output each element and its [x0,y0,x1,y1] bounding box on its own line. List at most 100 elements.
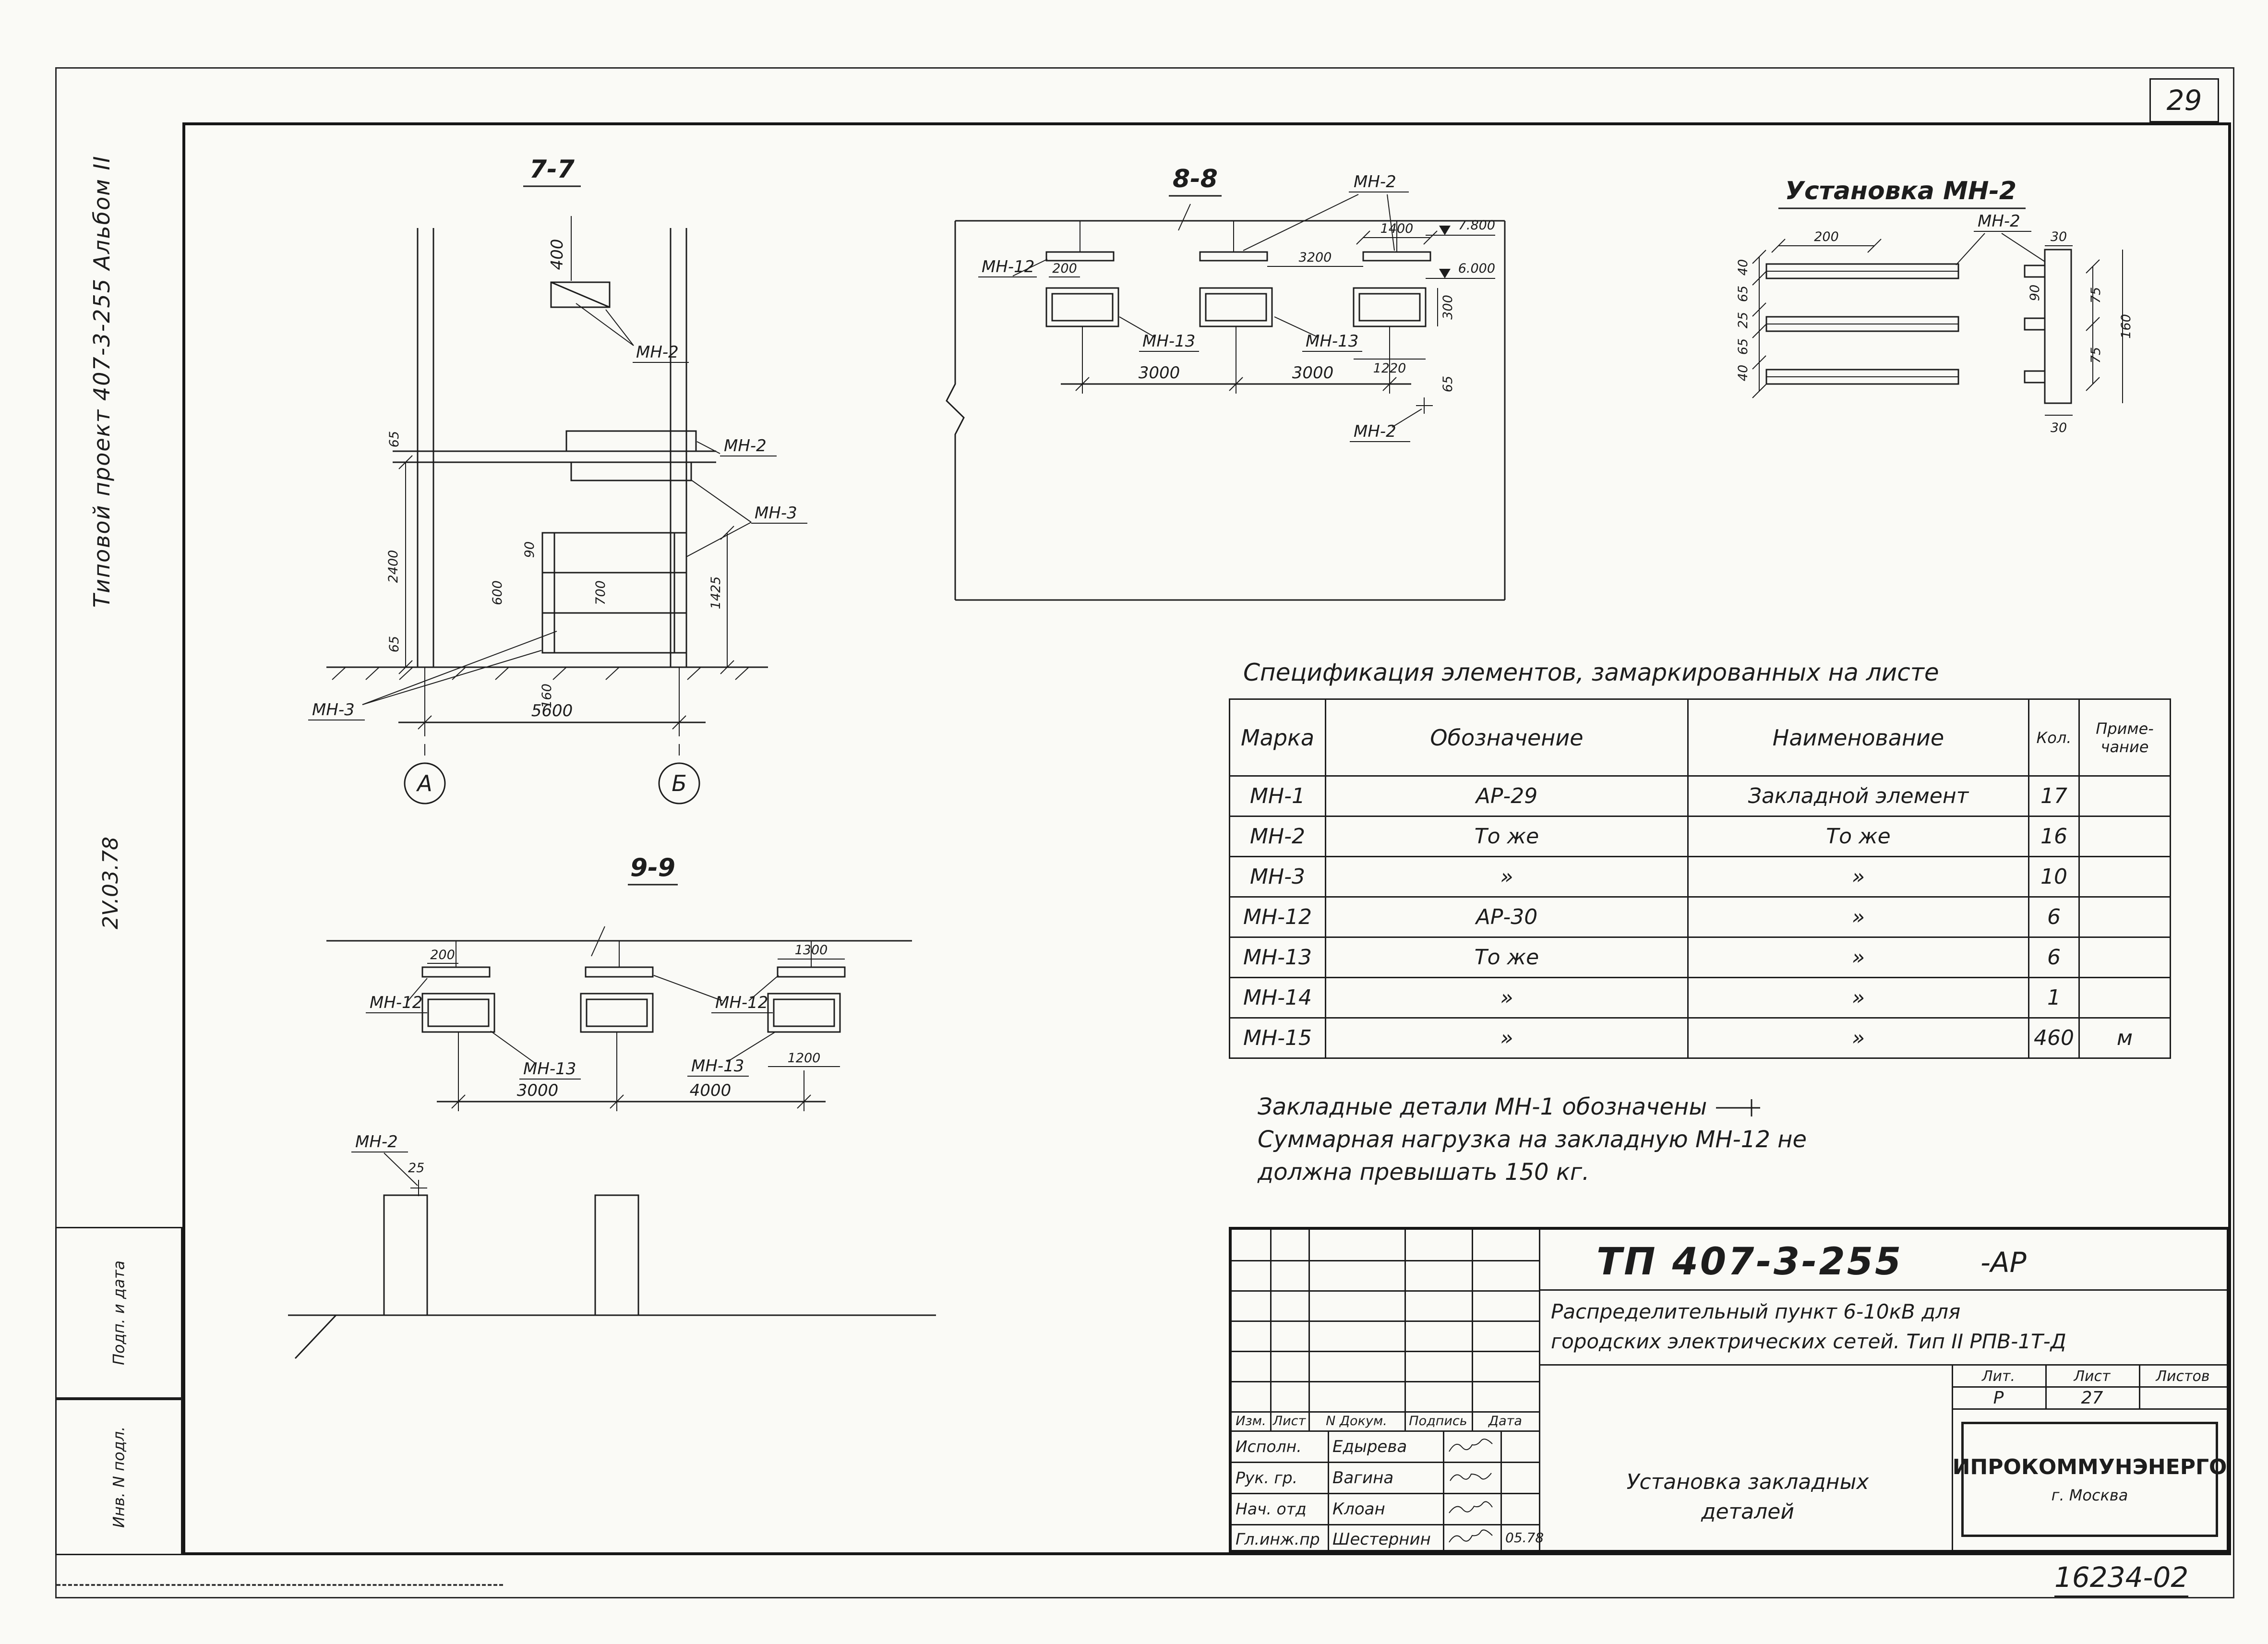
spec-cell-naim: » [1687,936,2029,978]
dim-label: 2400 [386,550,401,583]
spec-cell-obozn: То же [1325,816,1689,857]
grid-line [1232,1260,1539,1261]
part-label: МН-2 [1354,172,1396,192]
spec-title: Спецификация элементов, замаркированных … [1243,659,1939,686]
grid-line [1443,1430,1444,1550]
spec-cell-marka: МН-12 [1229,896,1326,938]
spec-cell-prim [2078,977,2171,1019]
embed-mark-icon [1716,1099,1761,1116]
signature [1450,1473,1492,1481]
dim-label: 30 [2051,229,2067,244]
part-label: МН-2 [1354,422,1396,441]
dim-label: 25 [1736,312,1751,328]
leader-lines [384,975,779,1186]
part-label: МН-13 [1306,332,1358,351]
leader-lines [1956,233,2045,265]
role-label: Гл.инж.пр [1236,1530,1320,1548]
top-bars [421,941,846,978]
anchor-mark [1416,397,1433,414]
grid-line [1404,1230,1406,1430]
spec-row-4: МН-12 АР-30 » 6 [1229,896,2171,938]
spec-cell-obozn: То же [1325,936,1689,978]
dim-label: 25 [408,1161,424,1176]
role-date: 05.78 [1505,1530,1544,1546]
rev-header-podpis: Подпись [1409,1414,1467,1428]
spec-cell-marka: МН-1 [1229,775,1326,817]
stamp-sign-date-label: Подп. и дата [109,1260,128,1365]
margin-dashed-line [57,1584,503,1586]
spec-cell-obozn: АР-30 [1325,896,1689,938]
part-label: МН-3 [755,504,797,523]
dim-1400 [1356,230,1438,245]
dim-label: 3000 [517,1081,559,1100]
grid-line [1500,1430,1502,1550]
spec-cell-naim: » [1687,856,2029,898]
spec-cell-naim: » [1687,977,2029,1019]
dim-label: 4000 [690,1081,732,1100]
role-name: Клоан [1332,1500,1385,1519]
signature [1449,1501,1493,1513]
spec-cell-kol: 16 [2028,816,2080,857]
grid-line [1952,1408,2227,1410]
spec-row-3: МН-3 » » 10 [1229,856,2171,898]
spec-header-prim-line2: чание [2100,737,2149,756]
dim-label: 700 [593,580,608,605]
stamp-box-sign-date: Подп. и дата [55,1227,182,1399]
grid-line [1472,1230,1473,1430]
spec-row-2: МН-2 То же То же 16 [1229,816,2171,857]
dim-label: 65 [1736,338,1751,355]
dim-3000-row [1061,326,1411,394]
grid-line [1328,1430,1329,1550]
level-marks: 7.800 6.000 [1426,218,1495,279]
role-label: Исполн. [1236,1437,1302,1456]
spec-cell-naim: Закладной элемент [1687,775,2029,817]
role-label: Рук. гр. [1236,1468,1298,1487]
org-name: ИПРОКОММУНЭНЕРГО [1952,1454,2227,1479]
level-label: 6.000 [1458,261,1495,276]
stamp-box-inventory: Инв. N подл. [55,1399,182,1555]
dim-lines [398,455,734,674]
note-line-3: должна превышать 150 кг. [1258,1159,1590,1186]
part-label: МН-2 [724,436,767,456]
note-text-1: Закладные детали МН-1 обозначены [1258,1093,1707,1120]
sheet-title-line2: деталей [1701,1500,1794,1524]
spec-cell-obozn: » [1325,977,1689,1019]
spec-header-prim: Приме- чание [2078,698,2171,777]
part-label: МН-13 [691,1056,744,1076]
spec-cell-prim [2078,936,2171,978]
spec-cell-kol: 17 [2028,775,2080,817]
leader-lines [1012,194,1422,428]
spec-header-naim: Наименование [1687,698,2029,777]
spec-cell-prim [2078,816,2171,857]
part-label: МН-2 [1978,212,2020,231]
lit-header: Лит. [1981,1368,2016,1385]
right-dim-chain [2086,250,2123,403]
grid-line [1232,1411,1539,1413]
dim-label: 5600 [531,701,573,720]
dim-label: 40 [1736,259,1751,276]
rev-header-dokum: N Докум. [1326,1414,1387,1428]
spec-cell-prim [2078,896,2171,938]
spec-cell-kol: 1 [2028,977,2080,1019]
spec-header-obozn: Обозначение [1325,698,1689,777]
dim-label: 90 [2028,285,2042,301]
dim-label: 300 [1440,295,1455,320]
room-outline [946,204,1506,601]
rail-bars [1765,263,1959,385]
doc-description-line1: Распределительный пункт 6-10кВ для [1551,1300,1961,1323]
stamp-inventory-label: Инв. N подл. [109,1426,128,1528]
spec-cell-obozn: АР-29 [1325,775,1689,817]
axis-label: Б [672,770,687,796]
spec-cell-marka: МН-2 [1229,816,1326,857]
doc-description-line2: городских электрических сетей. Тип II РП… [1551,1330,2066,1353]
spec-cell-marka: МН-14 [1229,977,1326,1019]
doc-suffix: -АР [1980,1246,2027,1279]
grid-line [1232,1351,1539,1352]
grid-line [1308,1230,1310,1430]
rev-header-izm: Изм. [1236,1414,1266,1428]
outer-border [55,67,2234,1598]
grid-line [1232,1462,1539,1463]
spec-table: Марка Обозначение Наименование Кол. Прим… [1229,698,2171,1059]
dim-label: 40 [1736,365,1751,381]
dim-label: 75 [2088,347,2103,363]
